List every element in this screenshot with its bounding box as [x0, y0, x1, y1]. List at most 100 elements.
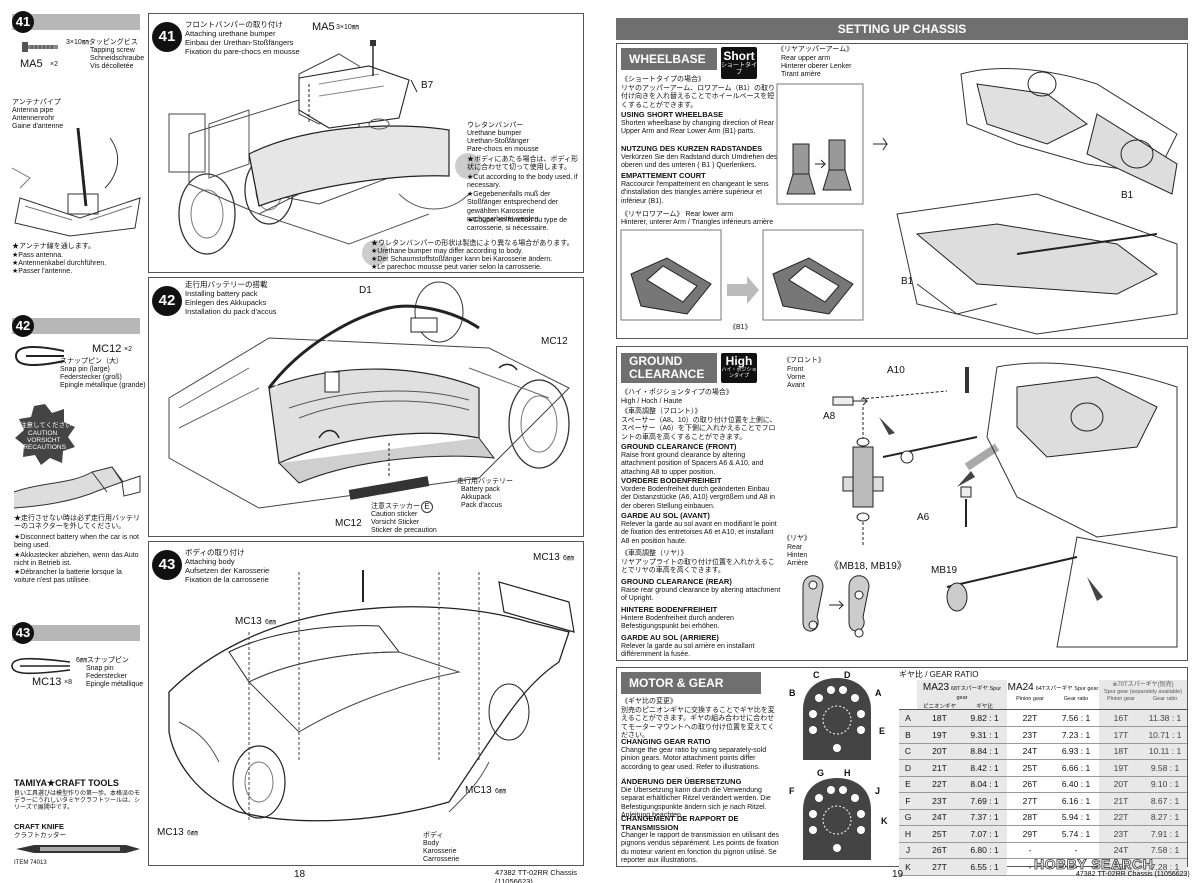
- gear-row-key: B: [899, 726, 917, 744]
- gear-ma24-ratio: 6.66 : 1: [1053, 759, 1099, 777]
- part-mb18-mb19: 《MB18, MB19》: [829, 561, 907, 572]
- gc-t2: Vordere Bodenfreiheit durch geänderten E…: [621, 486, 776, 510]
- antenna-note-fr: ★Passer l'antenne.: [12, 268, 73, 275]
- gear-ma24-ratio: 6.40 : 1: [1053, 776, 1099, 793]
- head-ma23: MA23 68Tスパーギヤ Spur gear ピニオンギヤギヤ比: [917, 680, 1007, 710]
- ground-title: GROUND CLEARANCE: [621, 353, 717, 383]
- step-42-badge: 42: [152, 286, 182, 316]
- mount-letter-c: C: [813, 670, 820, 680]
- gear-ma23-ratio: 6.80 : 1: [962, 842, 1007, 859]
- gear-70t-ratio: 8.27 : 1: [1143, 809, 1187, 826]
- gear-table-title: ギヤ比 / GEAR RATIO: [899, 670, 979, 679]
- part-mc12-a: MC12: [541, 336, 568, 347]
- gear-70t-pinion: 25T: [1099, 858, 1143, 876]
- rear-fr: Arrière: [787, 560, 809, 567]
- battery-jp: 走行用バッテリー: [457, 478, 513, 485]
- step-43-title-de: Aufsetzen der Karosserie: [185, 566, 270, 575]
- wb-h-en: USING SHORT WHEELBASE: [621, 110, 724, 119]
- upper-en: Rear upper arm: [781, 55, 831, 62]
- cut-note-en: ★Cut according to the body used, if nece…: [467, 174, 578, 190]
- head-ma23-sub: 68Tスパーギヤ Spur gear: [950, 686, 1002, 701]
- mg-jp1: 《ギヤ比の変更》: [621, 698, 677, 705]
- upper-de: Hinterer oberer Lenker: [781, 63, 852, 70]
- mg-jp2: 別売のピニオンギヤに交換することでギヤ比を変えることができます。ギヤの組み合わせ…: [621, 707, 775, 739]
- gear-ma23-ratio: 7.69 : 1: [962, 792, 1007, 810]
- gear-ma24-ratio: -: [1053, 858, 1099, 876]
- antenna-note-jp: ★アンテナ線を通します。: [12, 243, 96, 250]
- snap-6mm-fr: Epingle métallique: [86, 681, 144, 688]
- snap-pin-6mm-icon: [11, 657, 71, 675]
- step-41-screw-size: 3×10㎜: [336, 24, 359, 31]
- mg-t3: Changer le rapport de transmission en ut…: [621, 832, 779, 864]
- upper-jp: 《リヤアッパーアーム》: [777, 46, 854, 53]
- mg-h3: CHANGEMENT DE RAPPORT DE TRANSMISSION: [621, 814, 739, 832]
- gear-ma23-pinion: 24T: [917, 809, 962, 826]
- sticker-de: Vorsicht Sticker: [371, 519, 420, 526]
- front-de: Vorne: [787, 374, 806, 381]
- part-a8: A8: [823, 411, 836, 422]
- gear-ma23-ratio: 8.84 : 1: [962, 743, 1007, 760]
- snap-6mm-en: Snap pin: [86, 665, 114, 672]
- warn-jp: ★走行させない時は必ず走行用バッテリーのコネクターを外してください。: [14, 515, 140, 531]
- gear-70t-ratio: 8.67 : 1: [1143, 792, 1187, 810]
- gear-ma23-pinion: 27T: [917, 858, 962, 876]
- part-b7: B7: [421, 80, 434, 91]
- short-tag-jp: ショートタイプ: [721, 63, 758, 77]
- mc13-label-a: MC13: [533, 552, 560, 563]
- lower-en: Rear lower arm: [685, 211, 734, 218]
- screw-name-jp: 3×10㎜タッピングビス: [66, 39, 138, 46]
- wb-jp1: 《ショートタイプの場合》: [621, 76, 705, 83]
- gear-ma23-pinion: 20T: [917, 743, 962, 760]
- gear-ma24-pinion: 22T: [1007, 710, 1053, 727]
- step-42-title-de: Einlegen des Akkupacks: [185, 298, 267, 307]
- head-ma23-cols: ピニオンギヤギヤ比: [917, 704, 1007, 710]
- gear-ma23-ratio: 9.31 : 1: [962, 726, 1007, 744]
- b1-label-b: B1: [1121, 190, 1134, 201]
- mount-letter-f: F: [789, 786, 795, 796]
- cut-note-fr: ★Couper en fonction du type de carrosser…: [467, 217, 568, 233]
- sticker-fr: Sticker de precaution: [371, 527, 437, 534]
- snap-pin-de: Federstecker (groß): [60, 374, 122, 381]
- antenna-pipe-illustration: [11, 127, 141, 237]
- head-spacer: [899, 680, 917, 709]
- gear-ma23-ratio: 8.04 : 1: [962, 776, 1007, 793]
- upper-fr: Tirant arrière: [781, 71, 821, 78]
- rear-jp: 《リヤ》: [783, 535, 811, 542]
- step-43-title-jp: ボディの取り付け: [185, 548, 245, 557]
- body-de: Karosserie: [423, 848, 457, 855]
- gear-70t-ratio: 7.58 : 1: [1143, 842, 1187, 859]
- sticker-jp: 注意ステッカー: [371, 503, 420, 510]
- gear-row-key: C: [899, 743, 917, 760]
- ma24-pinion-h: Pinion gear: [1016, 695, 1044, 702]
- mg-h2: ÄNDERUNG DER ÜBERSETZUNG: [621, 777, 742, 786]
- side-hdr-42: [12, 318, 140, 334]
- mc13-label-d: MC13: [157, 827, 184, 838]
- gc-h5: HINTERE BODENFREIHEIT: [621, 605, 718, 614]
- wb-jp2: リヤのアッパーアーム、ロワアーム（B1）の取り付け向きを入れ替えることでホイール…: [621, 85, 776, 109]
- wb-t-fr: Raccourcir l'empattement en changeant le…: [621, 181, 769, 205]
- gear-ma23-ratio: 6.55 : 1: [962, 858, 1007, 876]
- gear-70t-pinion: 17T: [1099, 726, 1143, 744]
- step-41-title-de: Einbau der Urethan-Stoßfängers: [185, 38, 294, 47]
- body-fr: Carrosserie: [423, 856, 460, 863]
- lower-de: Hinterer, unterer Arm / Triangles inféri…: [621, 219, 774, 226]
- side-part-mc12-qty: ×2: [124, 346, 132, 353]
- snap-6mm-de: Federstecker: [86, 673, 127, 680]
- head-ma23-name: MA23: [922, 682, 950, 693]
- gc-jp1: 《ハイ・ポジションタイプの場合》: [621, 389, 733, 396]
- gear-row-key: A: [899, 710, 917, 727]
- shape-note-jp: ★ウレタンバンパーの形状は製造により異なる場合があります。: [371, 240, 574, 247]
- mc13-mm-d: 6㎜: [187, 830, 198, 837]
- gear-ma24-pinion: 29T: [1007, 825, 1053, 843]
- gear-70t-pinion: 21T: [1099, 792, 1143, 810]
- ma23-ratio-h: ギヤ比: [976, 704, 993, 711]
- watermark: HOBBY SEARCH: [1034, 856, 1154, 873]
- mount-letter-b: B: [789, 688, 796, 698]
- gear-70t-pinion: 20T: [1099, 776, 1143, 793]
- gc-t4: Raise rear ground clearance by altering …: [621, 587, 781, 603]
- part-a6: A6: [917, 512, 930, 523]
- gear-70t-ratio: 9.10 : 1: [1143, 776, 1187, 793]
